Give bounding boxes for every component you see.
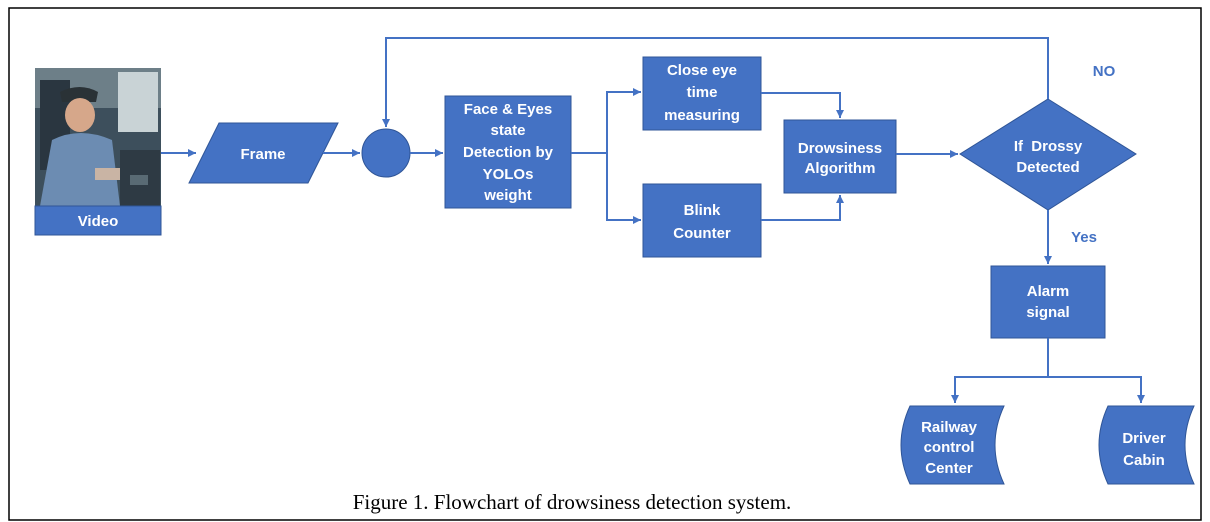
decision-line: Detected: [1016, 159, 1079, 176]
detection-line: state: [490, 122, 525, 139]
edge-no-loop: [382, 37, 1049, 127]
detection-line: weight: [483, 187, 532, 204]
blink-counter-node: Blink Counter: [642, 183, 762, 258]
yes-label: Yes: [1071, 229, 1097, 246]
edge-split-close-eye: [606, 88, 641, 153]
close-eye-node: Close eye time measuring: [642, 56, 762, 131]
railway-line: Railway: [921, 419, 978, 436]
driver-cabin-node: Driver Cabin: [1098, 405, 1195, 485]
cabin-line: Cabin: [1123, 452, 1165, 469]
detection-line: Detection by: [463, 144, 554, 161]
frame-node: Frame: [188, 122, 339, 184]
detection-node: Face & Eyes state Detection by YOLOs wei…: [444, 95, 572, 209]
frame-label: Frame: [240, 146, 285, 163]
edge-split-blink: [606, 153, 641, 224]
alarm-line: signal: [1026, 304, 1069, 321]
railway-line: control: [924, 439, 975, 456]
video-label: Video: [78, 213, 119, 230]
algorithm-line: Drowsiness: [798, 140, 882, 157]
edge-split-cabin: [1048, 376, 1145, 403]
detection-line: YOLOs: [483, 166, 534, 183]
driver-photo: [35, 68, 161, 206]
close-eye-line: measuring: [664, 107, 740, 124]
alarm-line: Alarm: [1027, 283, 1070, 300]
blink-line: Counter: [673, 225, 731, 242]
railway-line: Center: [925, 460, 973, 477]
decision-line: If Drossy: [1014, 138, 1083, 155]
connector-circle: [361, 128, 411, 178]
railway-center-node: Railway control Center: [900, 405, 1005, 485]
edge-split-railway: [951, 376, 1048, 403]
figure-caption: Figure 1. Flowchart of drowsiness detect…: [353, 490, 792, 514]
figure-border: [8, 7, 1202, 521]
algorithm-node: Drowsiness Algorithm: [783, 119, 897, 194]
close-eye-line: time: [687, 84, 718, 101]
edge-close-eye-algorithm: [761, 92, 844, 118]
detection-line: Face & Eyes: [464, 101, 552, 118]
close-eye-line: Close eye: [667, 62, 737, 79]
decision-node: If Drossy Detected: [959, 98, 1137, 211]
algorithm-line: Algorithm: [805, 160, 876, 177]
blink-line: Blink: [684, 202, 721, 219]
video-node: Video: [34, 68, 162, 236]
edge-blink-algorithm: [761, 195, 844, 221]
cabin-line: Driver: [1122, 430, 1166, 447]
alarm-node: Alarm signal: [990, 265, 1106, 339]
no-label: NO: [1093, 63, 1116, 80]
